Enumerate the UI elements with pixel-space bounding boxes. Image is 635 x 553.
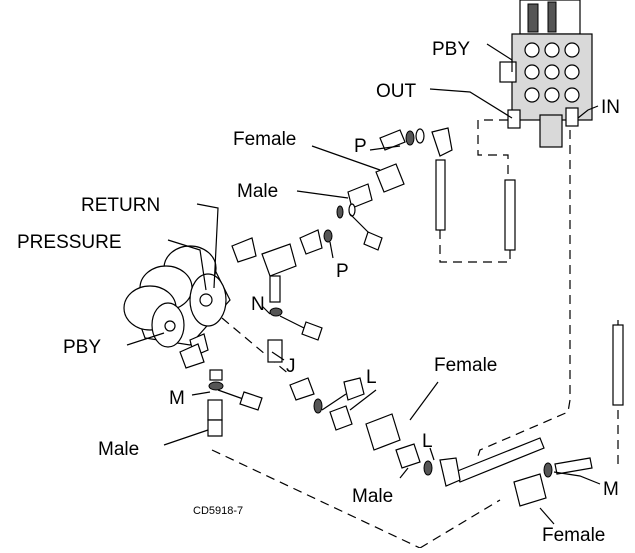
label-m-right: M <box>603 479 619 500</box>
pump <box>123 245 231 348</box>
label-m-left: M <box>169 388 185 409</box>
top-fittings <box>299 127 453 255</box>
label-in: IN <box>601 97 620 118</box>
label-p-top: P <box>354 136 367 157</box>
label-male-left: Male <box>98 439 139 460</box>
hoses <box>435 159 624 483</box>
label-male-top: Male <box>237 181 278 202</box>
leader-lines <box>126 43 601 525</box>
diagram-labels: PBY OUT IN Female P Male RETURN PRESSURE… <box>17 39 620 546</box>
label-female-bottom: Female <box>542 525 605 546</box>
label-l-upper: L <box>366 367 377 388</box>
figure-caption: CD5918-7 <box>193 505 243 517</box>
lower-fittings <box>179 333 553 507</box>
control-valve <box>499 0 593 148</box>
label-n: N <box>251 294 265 315</box>
label-p-mid: P <box>336 261 349 282</box>
label-out: OUT <box>376 81 417 102</box>
label-return: RETURN <box>81 195 160 216</box>
label-j: J <box>286 356 296 377</box>
label-pby-top: PBY <box>432 39 470 60</box>
label-male-bottom: Male <box>352 486 393 507</box>
label-pressure: PRESSURE <box>17 232 122 253</box>
label-female-top: Female <box>233 129 296 150</box>
label-l-lower: L <box>422 431 433 452</box>
middle-fittings <box>231 237 323 363</box>
label-pby-left: PBY <box>63 337 101 358</box>
label-female-mid: Female <box>434 355 497 376</box>
hose-routes <box>211 119 619 549</box>
